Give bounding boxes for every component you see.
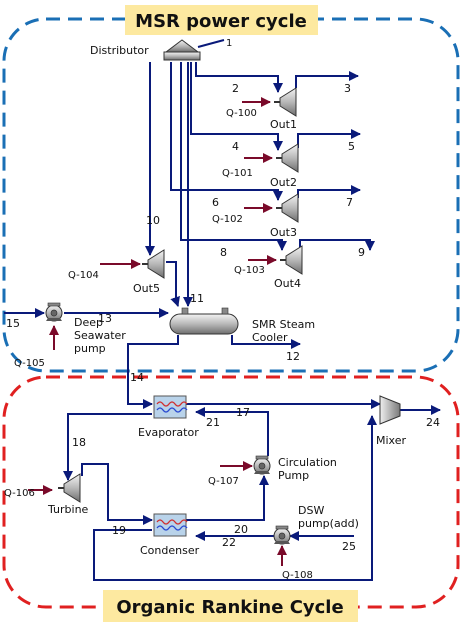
stream-line-12 xyxy=(231,335,301,349)
q104-label: Q-104 xyxy=(68,270,99,281)
q105-label: Q-105 xyxy=(14,358,45,369)
circ-pump-label-2: Pump xyxy=(278,469,309,482)
stream-line-18 xyxy=(63,413,152,481)
out1-label: Out1 xyxy=(270,118,297,131)
stream-3-label: 3 xyxy=(344,82,351,95)
labels: Distributor Out1 Out2 Out3 Out4 Out5 Dee… xyxy=(4,38,440,581)
stream-line-17 xyxy=(195,407,269,456)
orc-title: Organic Rankine Cycle xyxy=(116,597,343,618)
stream-line-8 xyxy=(180,62,287,251)
stream-line-14 xyxy=(127,335,179,409)
stream-line-5 xyxy=(297,129,361,148)
orc-title-banner xyxy=(103,590,358,622)
stream-line-6 xyxy=(170,62,283,201)
smr-label-1: SMR Steam xyxy=(252,318,315,331)
deep-pump-label-1: Deep xyxy=(74,316,103,329)
orc-boundary xyxy=(2,375,460,609)
q101-label: Q-101 xyxy=(222,168,253,179)
turbine-out1-icon[interactable] xyxy=(273,87,297,117)
stream-24-label: 24 xyxy=(426,416,440,429)
stream-6-label: 6 xyxy=(212,196,219,209)
dsw-label-2: pump(add) xyxy=(298,517,359,530)
stream-4-label: 4 xyxy=(232,140,239,153)
msr-streams xyxy=(4,39,375,409)
mixer-icon[interactable] xyxy=(379,395,401,425)
stream-11-label: 11 xyxy=(190,292,204,305)
stream-25-label: 25 xyxy=(342,540,356,553)
deep-pump-label-3: pump xyxy=(74,342,106,355)
evaporator-label: Evaporator xyxy=(138,426,199,439)
turbine-out4-icon[interactable] xyxy=(279,245,303,275)
stream-line-2 xyxy=(195,62,283,93)
mixer-label: Mixer xyxy=(376,434,406,447)
condenser-icon[interactable] xyxy=(153,513,188,537)
turbine-out5-icon[interactable] xyxy=(141,249,165,279)
stream-1-label: 1 xyxy=(226,38,232,49)
stream-line-cond-out xyxy=(186,475,269,521)
turbine-label: Turbine xyxy=(47,503,89,516)
q107-label: Q-107 xyxy=(208,476,239,487)
stream-line-4 xyxy=(190,62,283,151)
q106-label: Q-106 xyxy=(4,488,35,499)
stream-15-label: 15 xyxy=(6,317,20,330)
stream-7-label: 7 xyxy=(346,196,353,209)
stream-22-label: 22 xyxy=(222,536,236,549)
distributor-label: Distributor xyxy=(90,44,149,57)
stream-line-turbine-out xyxy=(81,463,153,525)
msr-title: MSR power cycle xyxy=(135,11,307,32)
stream-17-label: 17 xyxy=(236,406,250,419)
turbine-out3-icon[interactable] xyxy=(275,193,299,223)
smr-steam-cooler-icon[interactable] xyxy=(169,307,239,335)
stream-19-label: 19 xyxy=(112,524,126,537)
out4-label: Out4 xyxy=(274,277,301,290)
deep-seawater-pump-icon[interactable] xyxy=(45,302,63,322)
stream-18-label: 18 xyxy=(72,436,86,449)
dsw-label-1: DSW xyxy=(298,504,324,517)
orc-streams xyxy=(63,399,441,581)
deep-pump-label-2: Seawater xyxy=(74,329,126,342)
q100-label: Q-100 xyxy=(226,108,257,119)
stream-2-label: 2 xyxy=(232,82,239,95)
stream-8-label: 8 xyxy=(220,246,227,259)
distributor-icon[interactable] xyxy=(163,39,201,61)
stream-9-label: 9 xyxy=(358,246,365,259)
out3-label: Out3 xyxy=(270,226,297,239)
out2-label: Out2 xyxy=(270,176,297,189)
out5-label: Out5 xyxy=(133,282,160,295)
q102-label: Q-102 xyxy=(212,214,243,225)
stream-12-label: 12 xyxy=(286,350,300,363)
stream-line-3 xyxy=(295,71,359,88)
stream-line-out5 xyxy=(166,261,180,307)
stream-5-label: 5 xyxy=(348,140,355,153)
stream-line-19 xyxy=(93,415,377,581)
turbine-out2-icon[interactable] xyxy=(275,143,299,173)
circulation-pump-icon[interactable] xyxy=(253,455,271,475)
stream-line-1 xyxy=(197,39,225,48)
circ-pump-label-1: Circulation xyxy=(278,456,337,469)
q103-label: Q-103 xyxy=(234,265,265,276)
stream-21-label: 21 xyxy=(206,416,220,429)
energy-streams xyxy=(28,97,287,566)
dsw-pump-icon[interactable] xyxy=(273,525,291,545)
stream-20-label: 20 xyxy=(234,523,248,536)
evaporator-icon[interactable] xyxy=(153,395,188,419)
q108-label: Q-108 xyxy=(282,570,313,581)
smr-label-2: Cooler xyxy=(252,331,288,344)
stream-13-label: 13 xyxy=(98,312,112,325)
msr-title-banner xyxy=(125,5,318,35)
condenser-label: Condenser xyxy=(140,544,200,557)
stream-10-label: 10 xyxy=(146,214,160,227)
stream-14-label: 14 xyxy=(130,371,144,384)
stream-line-9 xyxy=(299,239,375,251)
